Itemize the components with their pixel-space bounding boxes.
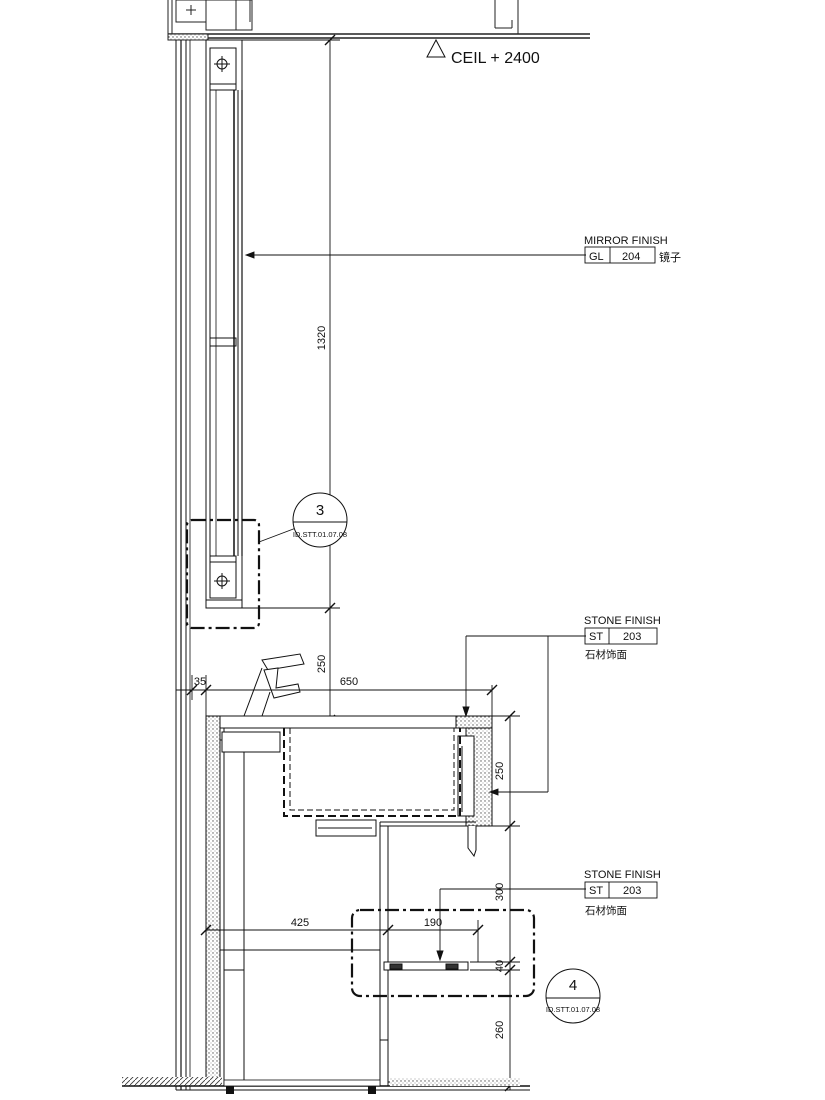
stone-top-title: STONE FINISH bbox=[584, 615, 661, 627]
dimension-mirror-to-counter: 250 bbox=[316, 655, 328, 673]
detail-3-ref: ID.STT.01.07.08 bbox=[293, 530, 347, 539]
dimension-lower-gap: 300 bbox=[494, 883, 506, 901]
stone-top-number: 203 bbox=[623, 631, 641, 643]
dimension-wall-offset: 35 bbox=[194, 676, 206, 688]
horizontal-dimension-top bbox=[176, 675, 498, 720]
detail-4-ref: ID.STT.01.07.08 bbox=[546, 1005, 600, 1014]
mirror-finish-code: GL bbox=[589, 251, 604, 263]
dimension-counter-depth: 650 bbox=[340, 676, 358, 688]
stone-top-callout: STONE FINISH ST 203 石材饰面 bbox=[584, 615, 661, 661]
mirror-finish-note: 镜子 bbox=[659, 250, 681, 264]
stone-shelf-note: 石材饰面 bbox=[585, 904, 627, 917]
stone-shelf-leader bbox=[436, 888, 586, 962]
dimension-shelf-width: 425 bbox=[291, 917, 309, 929]
ceiling-level-marker: CEIL + 2400 bbox=[426, 38, 540, 67]
dimension-shelf-thickness: 40 bbox=[494, 960, 506, 972]
mirror-assembly bbox=[205, 39, 243, 609]
detail-3-number: 3 bbox=[316, 502, 324, 519]
mirror-finish-title: MIRROR FINISH bbox=[584, 235, 668, 247]
ceiling-level-label: CEIL + 2400 bbox=[451, 50, 540, 67]
dimension-shelf-inner: 190 bbox=[424, 917, 442, 929]
stone-top-note: 石材饰面 bbox=[585, 648, 627, 661]
detail-3-boundary bbox=[185, 518, 261, 630]
vanity-cabinet bbox=[205, 715, 520, 1087]
mirror-leader bbox=[244, 251, 586, 259]
ceiling-structure bbox=[167, 0, 590, 41]
detail-4-number: 4 bbox=[569, 977, 577, 994]
horizontal-dimension-shelf bbox=[200, 920, 484, 962]
basin-inner bbox=[289, 728, 455, 811]
stone-shelf bbox=[383, 961, 469, 971]
vertical-dimension-mirror bbox=[242, 34, 340, 726]
stone-top-leader bbox=[462, 635, 586, 796]
stone-shelf-number: 203 bbox=[623, 885, 641, 897]
stone-shelf-callout: STONE FINISH ST 203 石材饰面 bbox=[584, 869, 661, 917]
detail-4-bubble: 4 ID.STT.01.07.08 bbox=[545, 968, 601, 1024]
faucet bbox=[243, 653, 305, 717]
dimension-counter-front-height: 250 bbox=[494, 762, 506, 780]
basin-outline bbox=[283, 728, 461, 817]
stone-top-code: ST bbox=[589, 631, 603, 643]
dimension-mirror-height: 1320 bbox=[316, 326, 328, 350]
stone-shelf-title: STONE FINISH bbox=[584, 869, 661, 881]
floor bbox=[122, 1077, 530, 1094]
stone-shelf-code: ST bbox=[589, 885, 603, 897]
detail-4-boundary bbox=[350, 908, 536, 998]
dimension-floor-clearance: 260 bbox=[494, 1021, 506, 1039]
mirror-finish-callout: MIRROR FINISH GL 204 镜子 bbox=[584, 235, 681, 264]
detail-3-bubble: 3 ID.STT.01.07.08 bbox=[258, 492, 348, 548]
mirror-finish-number: 204 bbox=[622, 251, 640, 263]
